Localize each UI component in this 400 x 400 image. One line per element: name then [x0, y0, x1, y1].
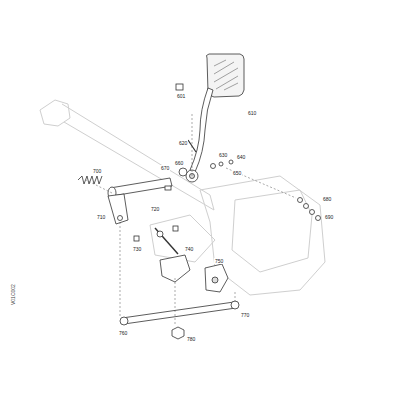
- callout-number: 720: [150, 206, 160, 212]
- lever: [108, 194, 128, 224]
- callout-number: 750: [214, 258, 224, 264]
- callout-number: 770: [240, 312, 250, 318]
- frame-bracket: [200, 176, 325, 295]
- nut: [176, 84, 183, 90]
- pedal-shaft: [110, 178, 172, 196]
- callout-number: 650: [232, 170, 242, 176]
- link-rod: [122, 302, 236, 324]
- callout-number: 700: [92, 168, 102, 174]
- callout-number: 620: [178, 140, 188, 146]
- callout-number: 670: [160, 165, 170, 171]
- frame-end: [40, 100, 70, 126]
- pedal-arm: [190, 88, 213, 172]
- frame-tube: [62, 104, 214, 210]
- nut: [172, 327, 184, 339]
- frame-bracket-inner: [232, 190, 312, 272]
- return-spring: [78, 176, 102, 184]
- push-rod: [155, 228, 178, 254]
- callout-number: 710: [96, 214, 106, 220]
- drawing-code: V01C002: [10, 283, 16, 306]
- callout-number: 730: [132, 246, 142, 252]
- callout-number: 680: [322, 196, 332, 202]
- callout-number: 630: [218, 152, 228, 158]
- callout-number: 640: [236, 154, 246, 160]
- callout-number: 660: [174, 160, 184, 166]
- callout-number: 780: [186, 336, 196, 342]
- callout-number: 690: [324, 214, 334, 220]
- bell-crank: [160, 255, 190, 282]
- callout-number: 610: [247, 110, 257, 116]
- callout-number: 760: [118, 330, 128, 336]
- master-cylinder: [205, 264, 228, 292]
- callout-number: 740: [184, 246, 194, 252]
- bushing: [179, 168, 187, 176]
- frame-plate: [150, 215, 215, 262]
- callout-number: 601: [176, 93, 186, 99]
